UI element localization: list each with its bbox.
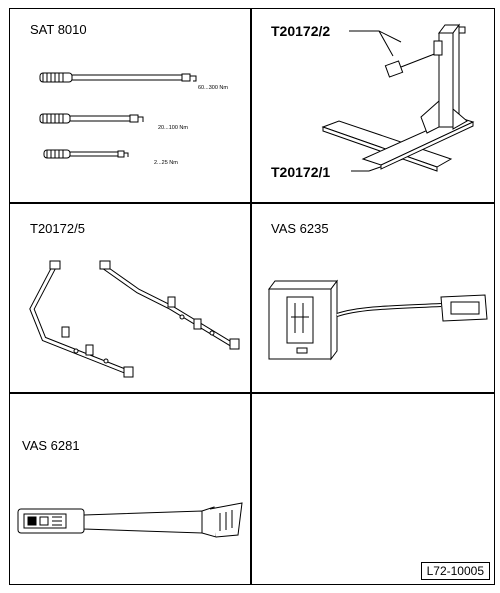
row-divider-1 xyxy=(10,202,494,204)
cell-t20172-stand: T20172/2 T20172/1 xyxy=(251,9,496,202)
stand-column xyxy=(420,23,468,134)
cell-vas-6235: VAS 6235 xyxy=(251,203,496,392)
tool-label-sat-8010: SAT 8010 xyxy=(30,22,87,37)
cell-vas-6281: VAS 6281 xyxy=(10,393,250,586)
torque-range-large: 60...300 Nm xyxy=(198,85,228,91)
part-label-t20172-2: T20172/2 xyxy=(271,23,331,39)
electronic-torque-wrench-drawing xyxy=(17,502,243,538)
cell-empty: L72-10005 xyxy=(251,393,496,586)
column-divider xyxy=(250,9,252,584)
cell-t20172-5: T20172/5 xyxy=(10,203,250,392)
cell-sat-8010: SAT 8010 xyxy=(10,9,250,202)
part-label-t20172-1: T20172/1 xyxy=(271,164,331,180)
torque-range-small: 2...25 Nm xyxy=(154,160,178,166)
stand-base xyxy=(321,116,475,172)
tool-label-t20172-5: T20172/5 xyxy=(30,221,85,236)
adapter-box-drawing xyxy=(268,279,488,361)
tool-overview-sheet: SAT 8010 xyxy=(9,8,495,585)
stand-drawing xyxy=(321,23,475,172)
fuel-rail-adapter-drawing xyxy=(29,260,240,378)
torque-wrench-medium xyxy=(39,113,144,124)
torque-range-medium: 20...100 Nm xyxy=(158,125,188,131)
torque-wrench-large xyxy=(39,72,197,83)
row-divider-2 xyxy=(10,392,494,394)
tool-label-vas-6281: VAS 6281 xyxy=(22,438,80,453)
torque-wrench-small xyxy=(43,149,129,159)
clamp-bracket xyxy=(384,40,443,78)
figure-reference: L72-10005 xyxy=(420,562,490,580)
torque-wrench-set-drawing xyxy=(39,72,197,159)
tool-label-vas-6235: VAS 6235 xyxy=(271,221,329,236)
